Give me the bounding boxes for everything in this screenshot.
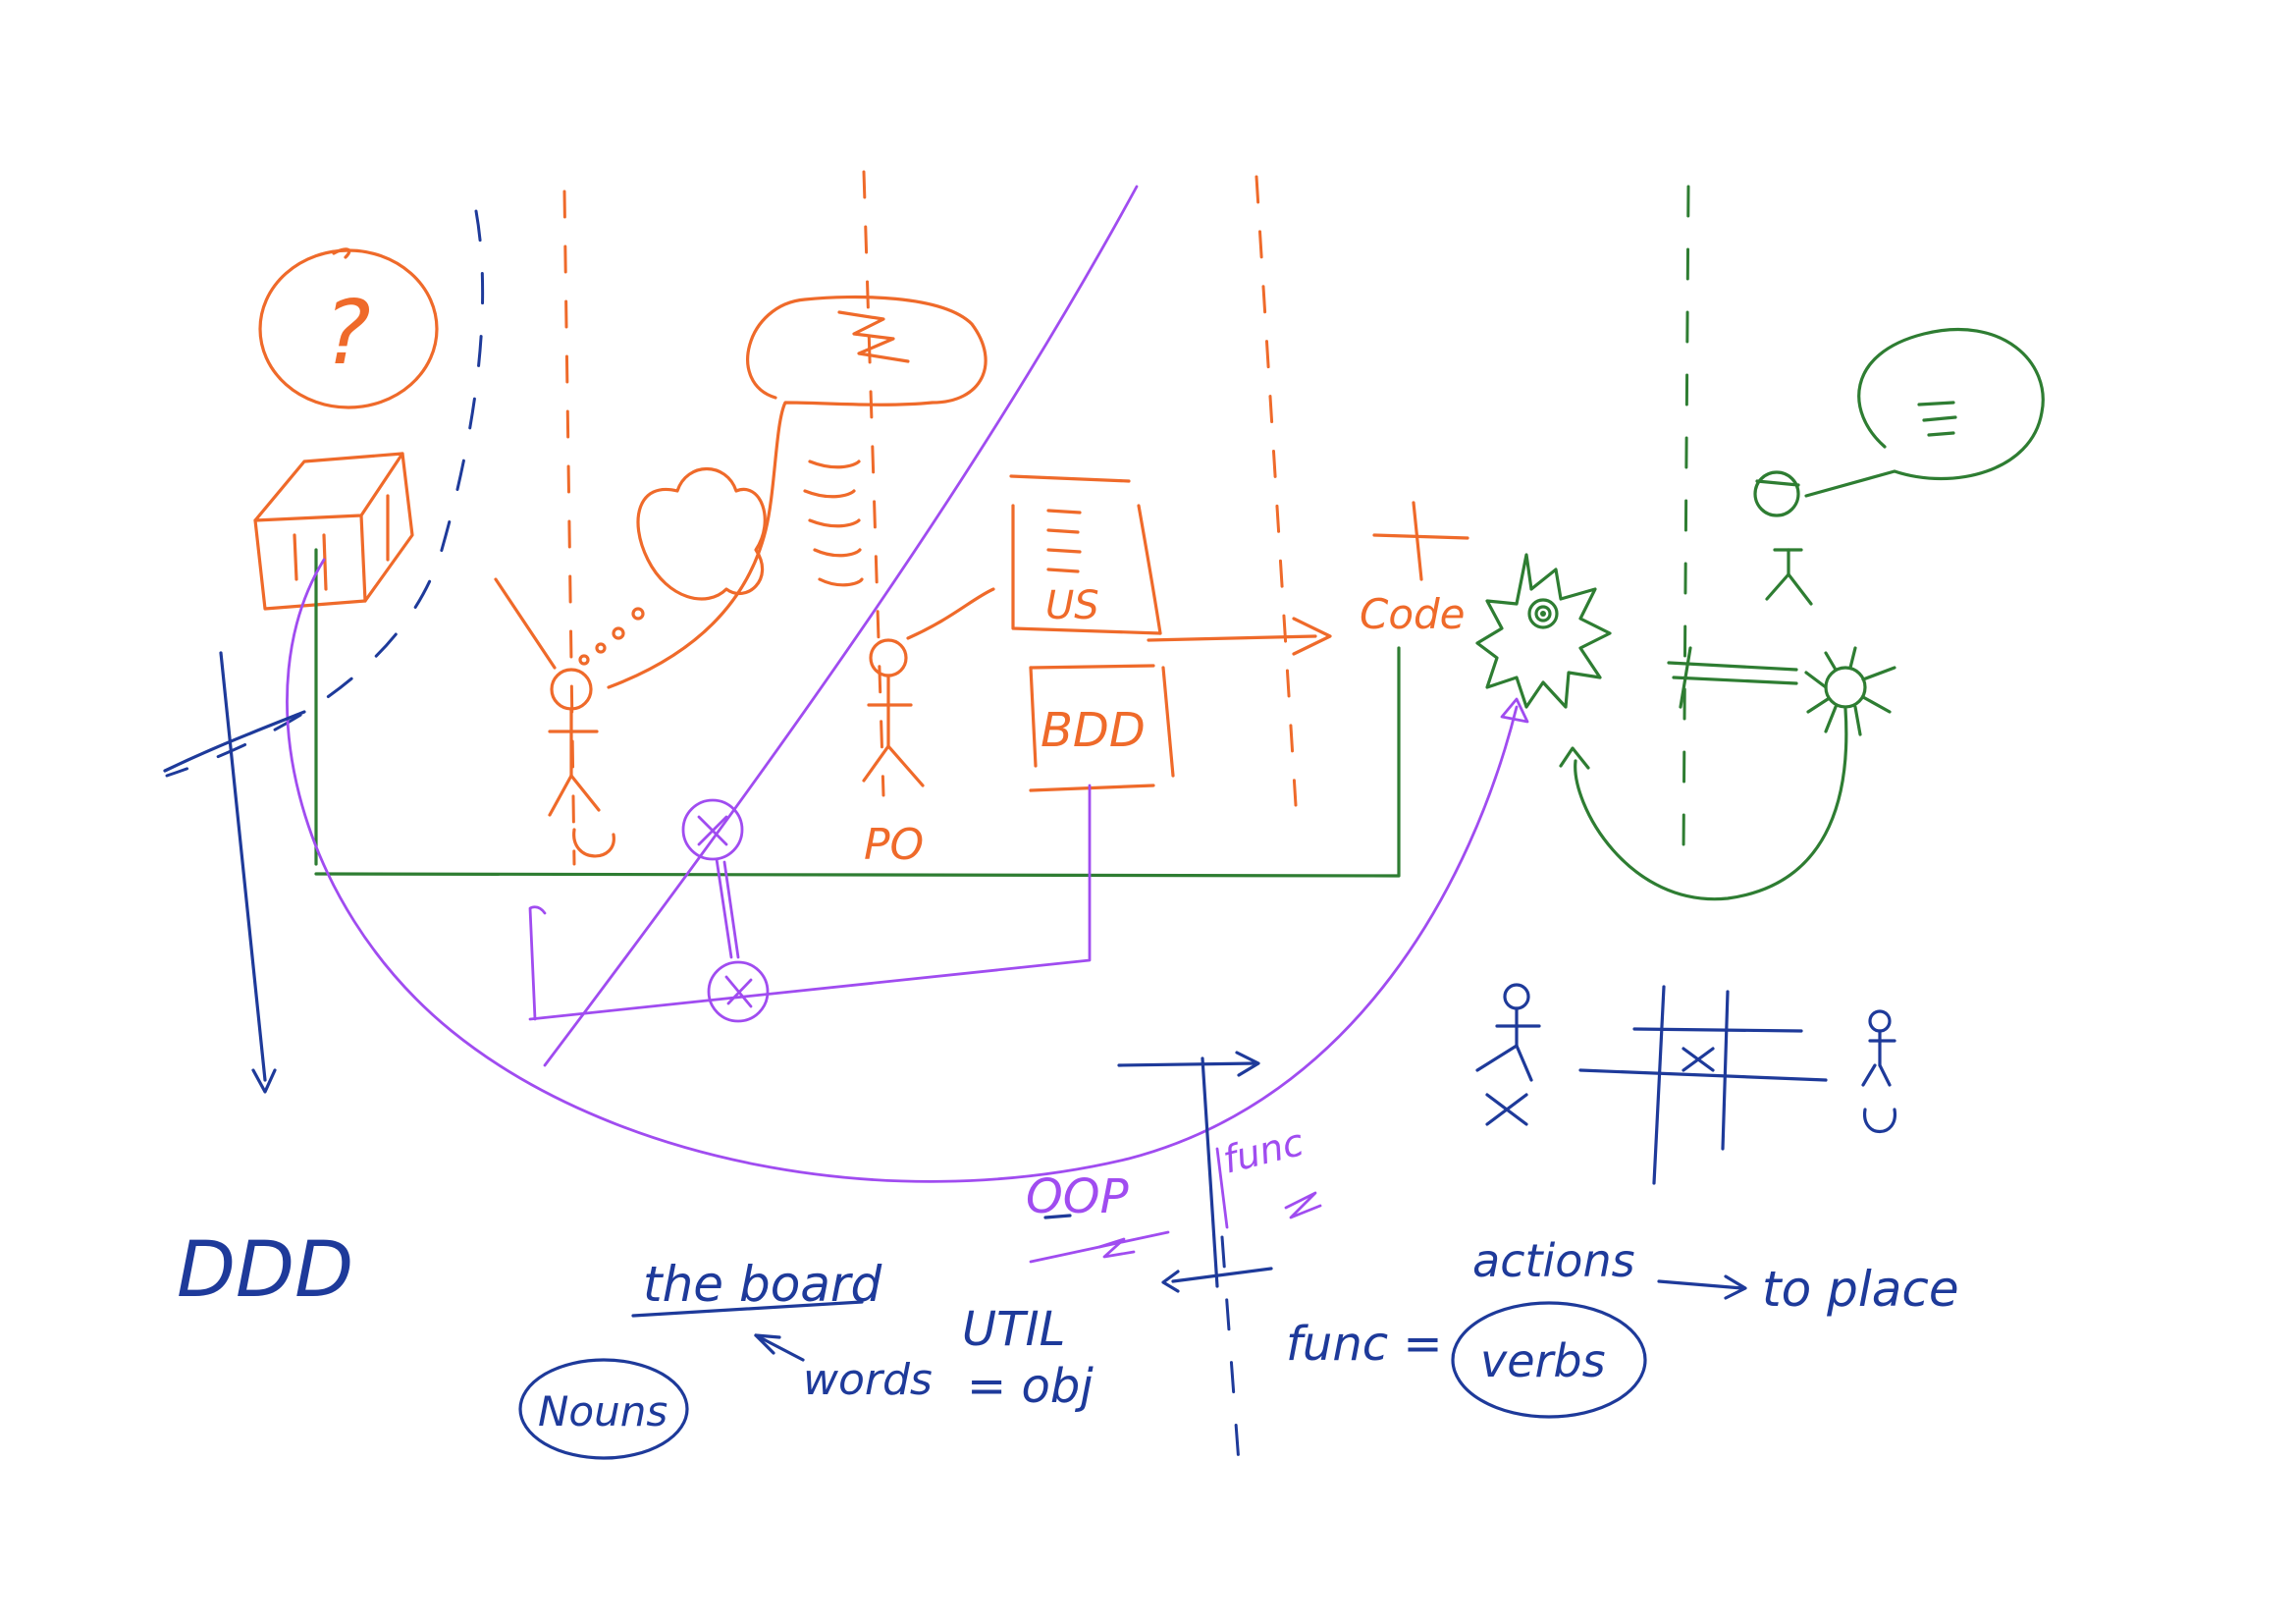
green-speech-bubble-icon — [1804, 327, 2045, 498]
bdd-document-box: BDD — [1029, 664, 1175, 792]
bdd-box-label: BDD — [1041, 703, 1146, 758]
oop-label: OOP — [1026, 1169, 1129, 1224]
equals-obj-label: = obj — [967, 1359, 1094, 1414]
green-return-arrow — [1559, 707, 1848, 901]
swimlane-separators — [165, 170, 1690, 1465]
purple-diagonal-line — [543, 185, 1139, 1067]
left-player-figure-icon — [1475, 983, 1541, 1126]
bug-icon — [1804, 646, 1896, 736]
oop-func-divider — [1029, 1051, 1322, 1293]
purple-merge-nodes — [528, 784, 1092, 1023]
code-label: Code — [1360, 590, 1466, 638]
the-board-underline — [631, 1300, 864, 1318]
blue-down-arrow — [163, 651, 306, 1094]
question-bubble-icon: ? — [258, 247, 439, 409]
purple-big-curve — [286, 558, 1529, 1183]
green-connector-line — [314, 548, 1401, 878]
us-label: US — [1045, 583, 1099, 628]
verbs-bubble — [1451, 1301, 1647, 1419]
nouns-bubble — [518, 1358, 689, 1460]
po-stick-figure-icon: PO — [862, 587, 995, 870]
lane-separator-orange-2 — [862, 170, 885, 797]
po-label: PO — [864, 820, 924, 870]
green-stick-figure-icon — [1753, 470, 1813, 606]
question-mark-label: ? — [324, 282, 371, 385]
stick-figure-icon — [494, 577, 615, 858]
code-block: Code — [1360, 501, 1469, 638]
thought-cloud-icon — [578, 467, 767, 666]
arrow-icon — [1147, 617, 1332, 656]
words-label: words — [803, 1355, 933, 1405]
right-player-figure-icon — [1861, 1009, 1896, 1133]
lane-separator-green — [1682, 185, 1690, 856]
words-arrow-icon — [754, 1333, 805, 1362]
cube-icon — [253, 452, 414, 611]
nouns-label: Nouns — [538, 1387, 667, 1435]
func-diagram-label: func — [1219, 1120, 1308, 1182]
tic-tac-toe-grid-icon — [1578, 985, 1828, 1185]
to-place-label: to place — [1762, 1261, 1959, 1318]
util-label: UTIL — [962, 1302, 1065, 1357]
green-crossed-line — [1667, 646, 1798, 709]
func-equals-label: func = — [1286, 1317, 1443, 1372]
actions-arrow-icon — [1657, 1274, 1747, 1300]
lane-separator-bottom — [1220, 1235, 1241, 1465]
actions-label: actions — [1472, 1234, 1635, 1287]
verbs-label: verbs — [1480, 1334, 1606, 1387]
speech-bubble-icon — [607, 295, 988, 689]
us-document-box: US — [1009, 474, 1162, 635]
gear-icon — [1475, 553, 1612, 709]
lane-separator-orange-3 — [1255, 175, 1298, 807]
ddd-label: DDD — [177, 1226, 353, 1315]
